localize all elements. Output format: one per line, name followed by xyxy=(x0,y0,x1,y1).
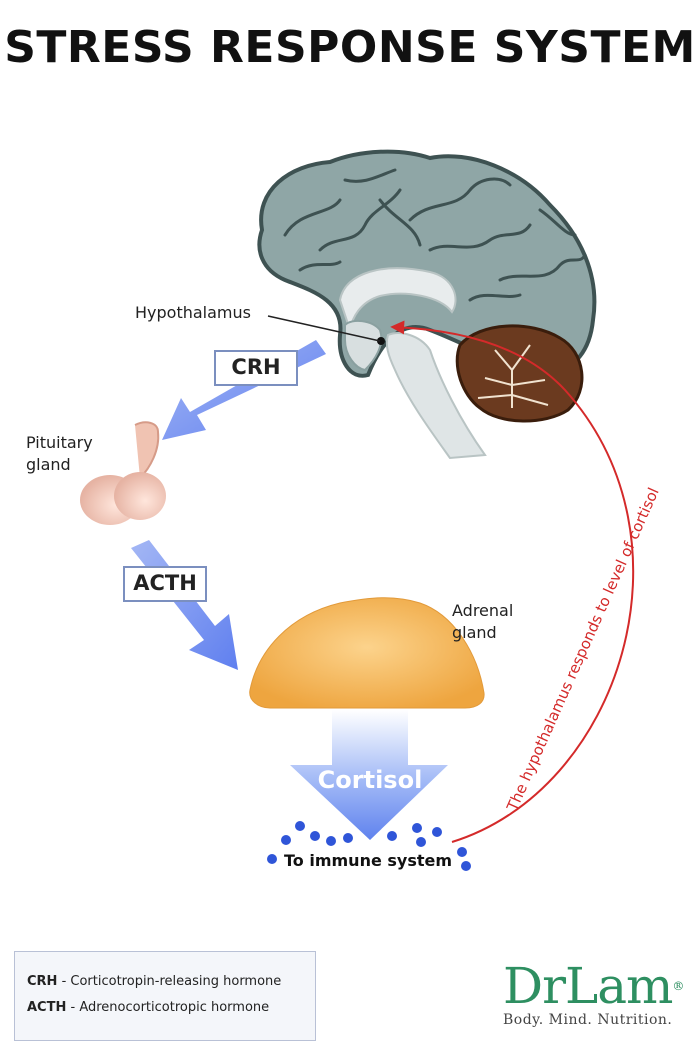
cortisol-label: Cortisol xyxy=(317,766,423,794)
pituitary-label: Pituitary gland xyxy=(26,432,93,476)
logo-name: DrLam xyxy=(503,957,673,1015)
hypothalamus-point xyxy=(377,337,385,345)
legend-row-crh: CRH - Corticotropin-releasing hormone xyxy=(27,974,281,989)
brain-folds xyxy=(283,168,587,302)
cortisol-arrow xyxy=(290,710,448,840)
pituitary-label-line2: gland xyxy=(26,455,71,474)
adrenal-label-line2: gland xyxy=(452,623,497,642)
drlam-logo: DrLam® Body. Mind. Nutrition. xyxy=(503,957,684,1028)
cerebellum-branches xyxy=(477,344,549,408)
legend-text: - Corticotropin-releasing hormone xyxy=(57,974,282,989)
pituitary-gland-illustration xyxy=(80,421,166,525)
adrenal-gland-illustration xyxy=(249,597,485,709)
brain-illustration xyxy=(257,149,597,460)
cerebellum xyxy=(455,324,584,423)
logo-tagline: Body. Mind. Nutrition. xyxy=(503,1012,673,1028)
adrenal-label: Adrenal gland xyxy=(452,600,513,644)
legend-text: - Adrenocorticotropic hormone xyxy=(66,1000,270,1015)
feedback-label: The hypothalamus responds to level of co… xyxy=(503,485,663,815)
hypothalamus-label: Hypothalamus xyxy=(135,303,251,322)
brainstem xyxy=(385,332,487,460)
page-title: STRESS RESPONSE SYSTEM xyxy=(4,22,696,73)
acth-label: ACTH xyxy=(123,566,207,602)
logo-wordmark: DrLam® xyxy=(503,957,684,1015)
legend-abbr: ACTH xyxy=(27,1000,67,1015)
hypothalamus-pointer-line xyxy=(267,315,381,342)
legend-row-acth: ACTH - Adrenocorticotropic hormone xyxy=(27,1000,269,1015)
pituitary-label-line1: Pituitary xyxy=(26,433,93,452)
cortisol-molecules xyxy=(267,821,471,871)
corpus-callosum xyxy=(338,267,457,331)
adrenal-label-line1: Adrenal xyxy=(452,601,514,620)
legend-abbr: CRH xyxy=(27,974,58,989)
legend-box: CRH - Corticotropin-releasing hormone AC… xyxy=(14,951,316,1041)
feedback-arrow xyxy=(390,320,635,843)
acth-arrow xyxy=(131,540,238,670)
logo-trademark: ® xyxy=(672,979,684,993)
immune-system-label: To immune system xyxy=(284,851,453,870)
hypothalamus-region xyxy=(344,319,383,372)
crh-label: CRH xyxy=(214,350,298,386)
